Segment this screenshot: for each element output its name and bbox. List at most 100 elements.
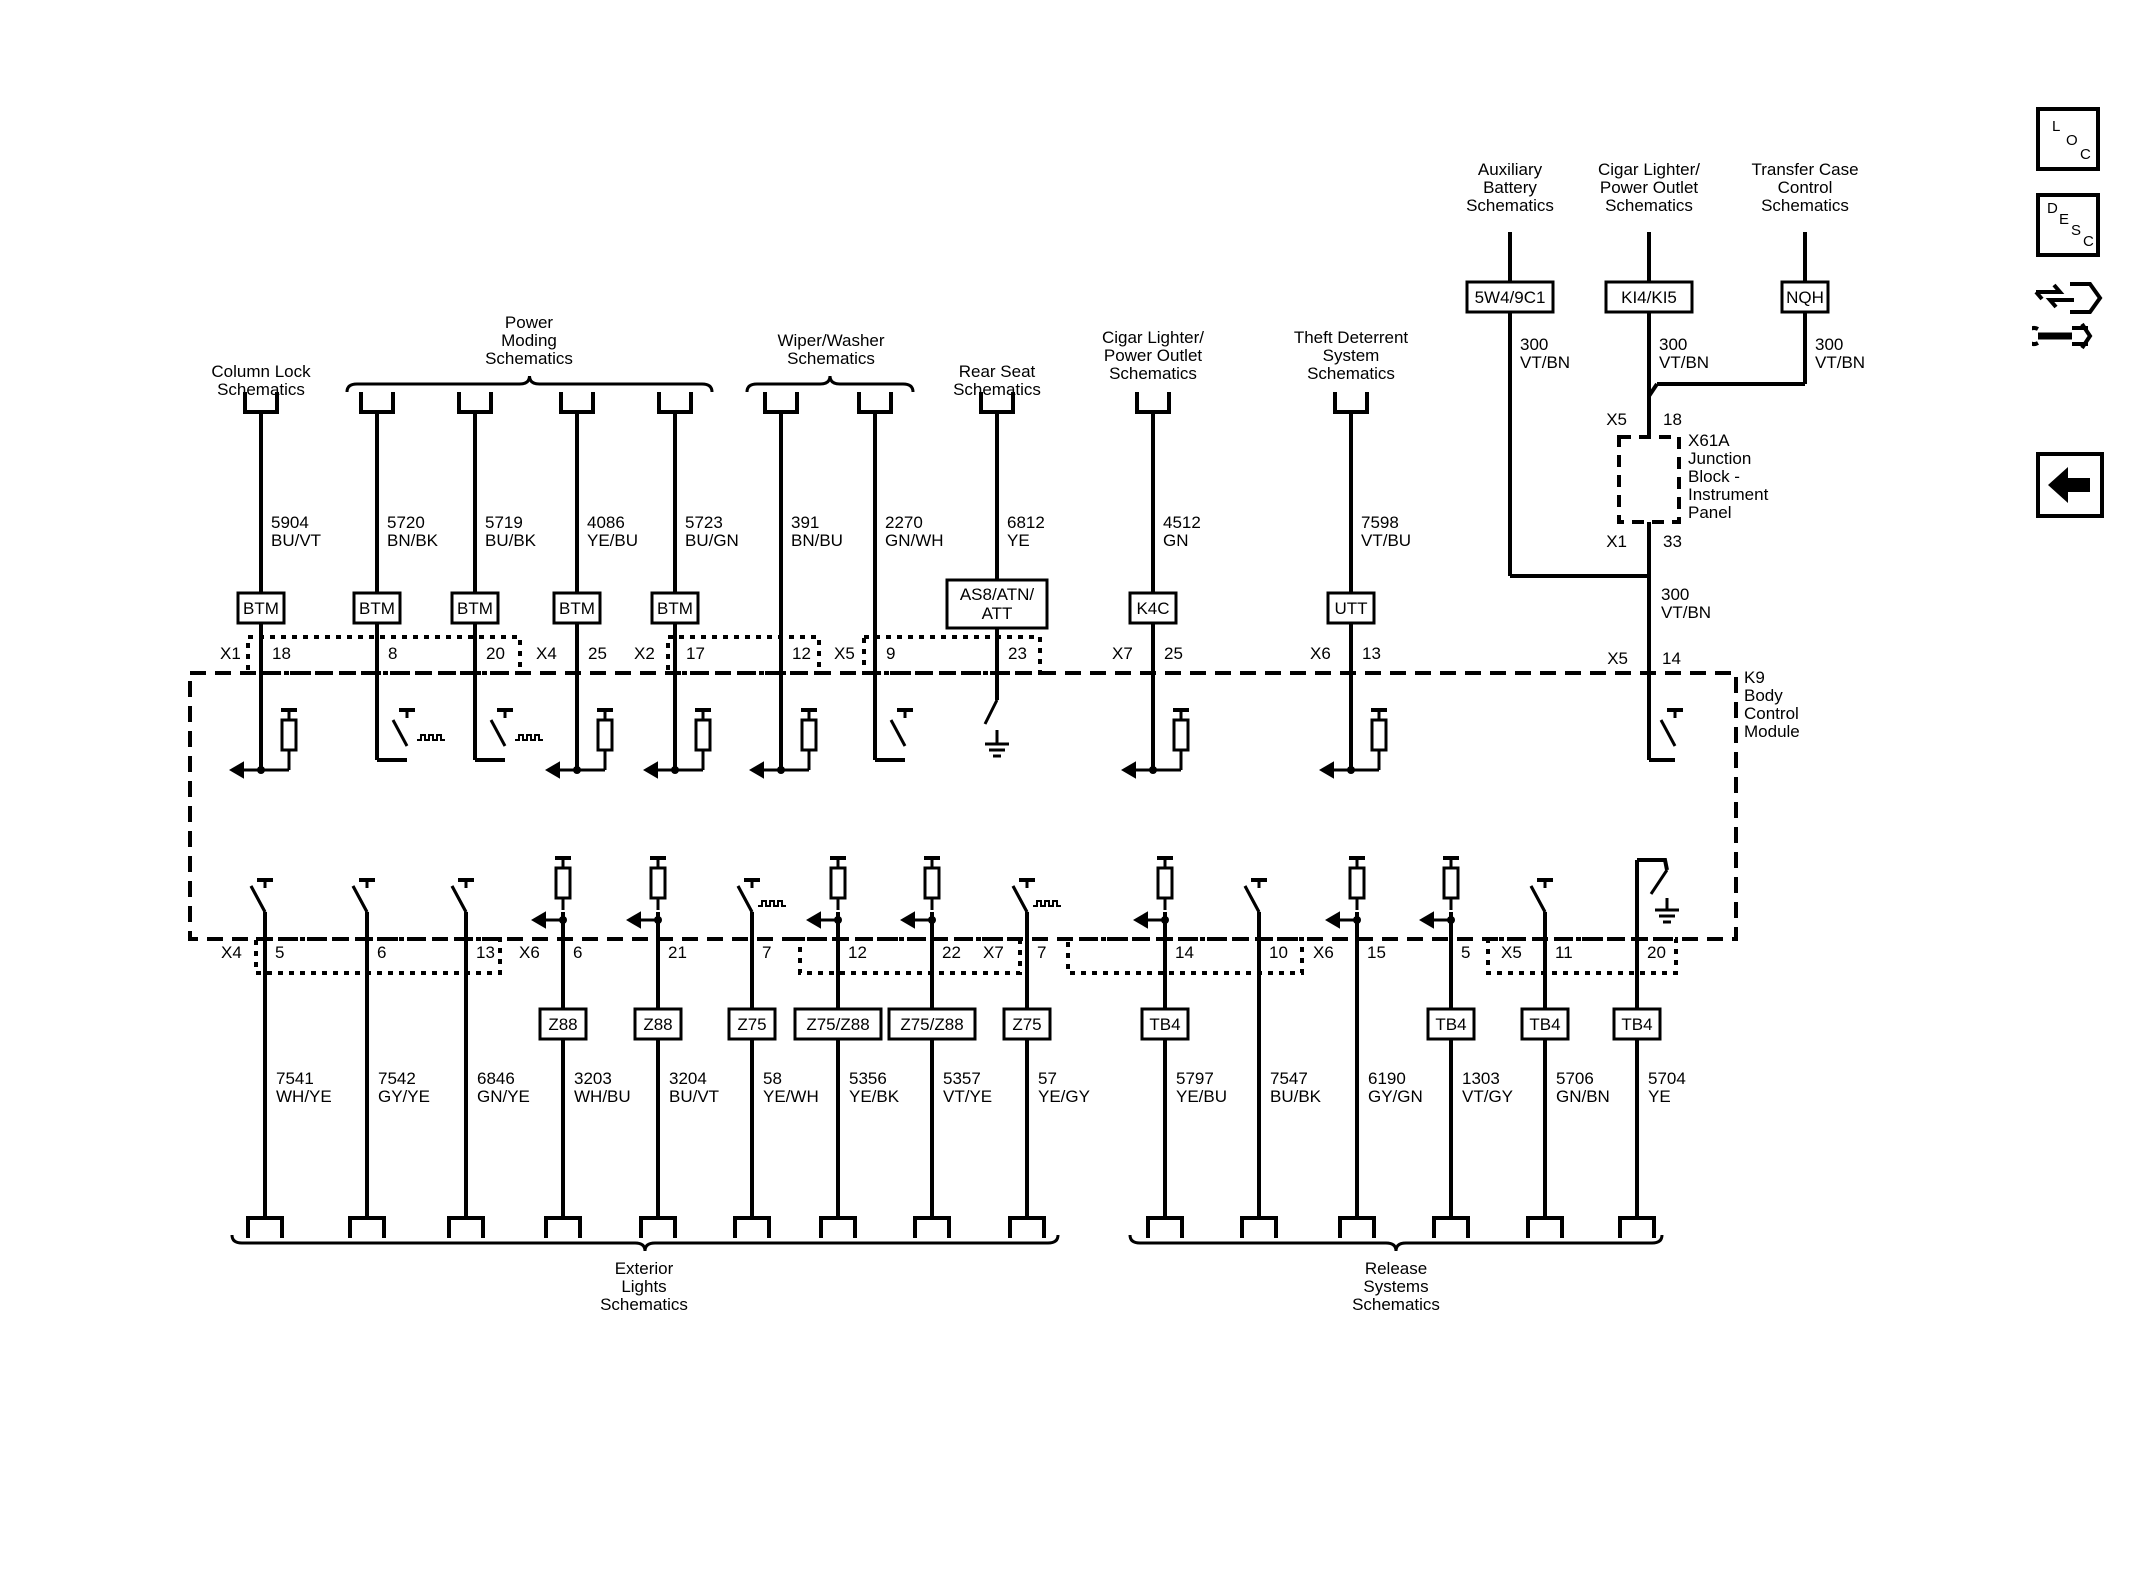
bottom-circuit-5-option (633, 1007, 683, 1041)
bottom-circuit-10-option-label: TB4 (1149, 1015, 1180, 1034)
module-outline (188, 671, 1738, 941)
top-circuit-10-dest: System (1323, 346, 1380, 365)
feed-output-color: VT/BN (1661, 603, 1711, 622)
bottom-circuit-5-resistor (649, 866, 667, 900)
bottom-group-exterior-lights: Lights (621, 1277, 666, 1296)
feed-circuit-1-circuit: 300 (1520, 335, 1548, 354)
bottom-circuit-14-color: GN/BN (1556, 1087, 1610, 1106)
feed-circuit-1-dest: Schematics (1466, 196, 1554, 215)
feed-circuit-2-dest: Schematics (1605, 196, 1693, 215)
bottom-circuit-9-circuit: 57 (1038, 1069, 1057, 1088)
junction-bottom-conn: X1 (1606, 532, 1627, 551)
top-circuit-9-conn: X7 (1112, 644, 1133, 663)
bottom-circuit-2-pin: 6 (377, 943, 386, 962)
top-circuit-2-option (352, 591, 402, 625)
loc-button[interactable]: L O C (2036, 107, 2100, 171)
bottom-circuit-6-pin: 7 (762, 943, 771, 962)
bottom-circuit-1-pin: 5 (275, 943, 284, 962)
top-connector-dots-3 (862, 635, 1042, 675)
top-circuit-6-color: BN/BU (791, 531, 843, 550)
bottom-circuit-6-blade (736, 885, 754, 913)
top-circuit-10-dest: Theft Deterrent (1294, 328, 1409, 347)
top-circuit-4-node (573, 766, 581, 774)
bottom-circuit-10-pin: 14 (1175, 943, 1194, 962)
bottom-circuit-10-option (1140, 1007, 1190, 1041)
bottom-circuit-1-connector (246, 1216, 284, 1238)
top-circuit-1-circuit: 5904 (271, 513, 309, 532)
bottom-circuit-15-top (1637, 858, 1669, 871)
bottom-circuit-14-option (1520, 1007, 1570, 1041)
bottom-circuit-2-connector (348, 1216, 386, 1238)
connector-wrench-icon[interactable] (2024, 272, 2106, 352)
desc-button[interactable]: D E S C (2036, 193, 2100, 257)
back-button[interactable] (2036, 452, 2104, 518)
bottom-circuit-12-node (1353, 916, 1361, 924)
bottom-connector-dots-1 (254, 937, 502, 975)
bottom-circuit-10-output-arrow (1133, 911, 1148, 929)
top-circuit-9-dest: Power Outlet (1104, 346, 1203, 365)
top-circuit-3-pwm (515, 734, 543, 741)
bottom-circuit-1-color: WH/YE (276, 1087, 332, 1106)
bottom-circuit-13-output-arrow (1419, 911, 1434, 929)
bottom-circuit-2-color: GY/YE (378, 1087, 430, 1106)
top-circuit-2-option-label: BTM (359, 599, 395, 618)
bottom-circuit-3-circuit: 6846 (477, 1069, 515, 1088)
feed-circuit-2-dest: Power Outlet (1600, 178, 1699, 197)
bottom-circuit-12-conn: X6 (1313, 943, 1334, 962)
top-circuit-4-connector (559, 392, 595, 414)
top-circuit-9-resistor (1172, 718, 1190, 752)
feed-circuit-3-dest: Transfer Case (1751, 160, 1858, 179)
top-circuit-8-option (945, 578, 1049, 630)
bottom-circuit-5-circuit: 3204 (669, 1069, 707, 1088)
top-circuit-10-option-label: UTT (1334, 599, 1367, 618)
top-circuit-1-color: BU/VT (271, 531, 321, 550)
desc-letter-c: C (2083, 233, 2094, 250)
bottom-circuit-14-blade (1529, 885, 1547, 913)
bottom-circuit-7-option (793, 1007, 883, 1041)
top-circuit-3-option-label: BTM (457, 599, 493, 618)
top-circuit-4-option (552, 591, 602, 625)
junction-bottom-pin: 33 (1663, 532, 1682, 551)
top-circuit-5-pin: 17 (686, 644, 705, 663)
bottom-circuit-13-color: VT/GY (1462, 1087, 1513, 1106)
top-circuit-2-connector (359, 392, 395, 414)
feed-circuit-3-dest: Control (1778, 178, 1833, 197)
feed-circuit-2-option (1604, 280, 1694, 314)
junction-block-name: Block - (1688, 467, 1740, 486)
top-circuit-2-pwm (417, 734, 445, 741)
bottom-circuit-8-output-arrow (900, 911, 915, 929)
top-circuit-1-conn: X1 (220, 644, 241, 663)
bottom-circuit-11-color: BU/BK (1270, 1087, 1322, 1106)
top-circuit-7-color: GN/WH (885, 531, 944, 550)
top-circuit-5-conn: X2 (634, 644, 655, 663)
top-circuit-9-option (1128, 591, 1178, 625)
bottom-circuit-6-option-label: Z75 (737, 1015, 766, 1034)
bottom-circuit-3-connector (447, 1216, 485, 1238)
top-circuit-1-node (257, 766, 265, 774)
loc-letter-c: C (2080, 146, 2091, 163)
bottom-circuit-1-conn: X4 (221, 943, 242, 962)
feed-output-conn: X5 (1607, 649, 1628, 668)
bottom-circuit-4-color: WH/BU (574, 1087, 631, 1106)
top-circuit-1-resistor (280, 718, 298, 752)
top-circuit-1-input-arrow (229, 761, 244, 779)
bottom-circuit-5-color: BU/VT (669, 1087, 719, 1106)
bottom-circuit-8-pin: 22 (942, 943, 961, 962)
bottom-group-exterior-lights: Schematics (600, 1295, 688, 1314)
top-circuit-3-option (450, 591, 500, 625)
bottom-circuit-15-option-label: TB4 (1621, 1015, 1652, 1034)
bottom-group-bracket-exterior (230, 1234, 1060, 1252)
loc-letter-l: L (2052, 118, 2061, 135)
top-circuit-9-dest: Cigar Lighter/ (1102, 328, 1204, 347)
bottom-circuit-4-option (538, 1007, 588, 1041)
bottom-circuit-14-connector (1526, 1216, 1564, 1238)
bottom-circuit-7-option-label: Z75/Z88 (806, 1015, 869, 1034)
desc-letter-d: D (2047, 200, 2058, 217)
feed-circuit-1-option-label: 5W4/9C1 (1475, 288, 1546, 307)
top-circuit-2-pin: 8 (388, 644, 397, 663)
bottom-circuit-9-option-label: Z75 (1012, 1015, 1041, 1034)
feed-circuit-1-color: VT/BN (1520, 353, 1570, 372)
top-group-power-moding: Schematics (485, 349, 573, 368)
bottom-circuit-7-circuit: 5356 (849, 1069, 887, 1088)
